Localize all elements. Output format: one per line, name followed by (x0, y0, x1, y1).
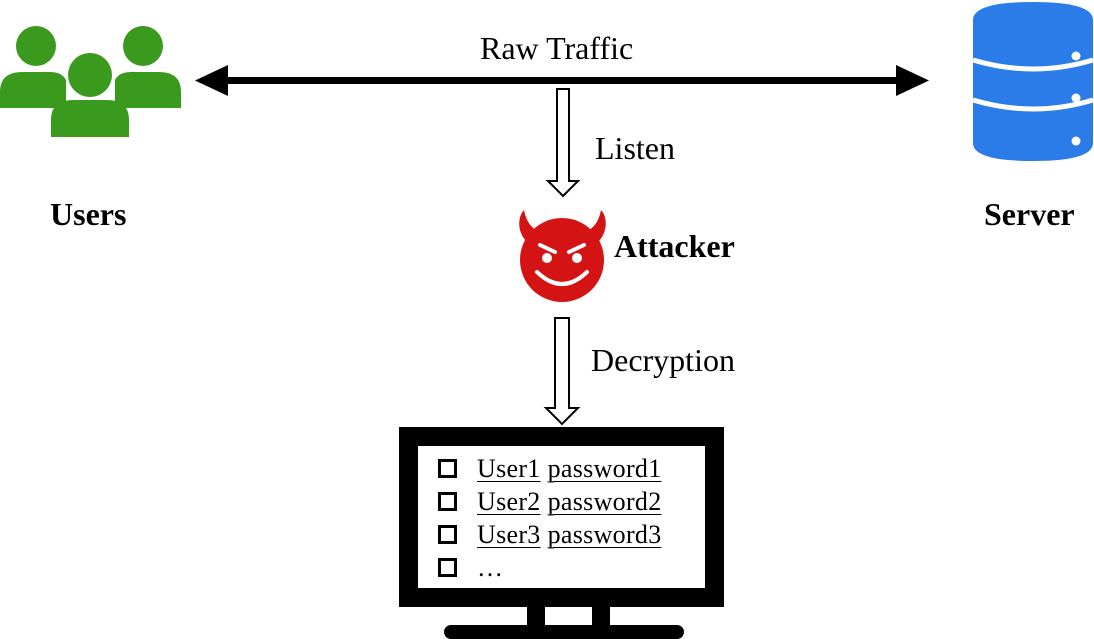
users-group-icon (0, 26, 181, 137)
listen-arrow (545, 88, 581, 198)
raw-traffic-arrow (195, 65, 929, 96)
database-server-icon (972, 2, 1094, 161)
list-item: User3 password3 (438, 518, 698, 551)
checkbox-icon (438, 492, 457, 511)
decryption-label: Decryption (591, 342, 735, 378)
checkbox-icon (438, 558, 457, 577)
password: password3 (547, 519, 662, 549)
username: User3 (477, 519, 541, 549)
checkbox-icon (438, 525, 457, 544)
list-item: User1 password1 (438, 452, 698, 485)
username: User1 (477, 453, 541, 483)
users-label: Users (50, 196, 127, 232)
listen-label: Listen (595, 130, 675, 166)
more-ellipsis: … (477, 552, 503, 582)
username: User2 (477, 486, 541, 516)
monitor-icon (399, 427, 724, 639)
credentials-list: User1 password1 User2 password2 User3 pa… (438, 452, 698, 584)
list-item: User2 password2 (438, 485, 698, 518)
devil-face-icon (519, 210, 606, 302)
list-item: … (438, 551, 698, 584)
decryption-arrow (543, 317, 581, 426)
attacker-label: Attacker (614, 228, 735, 264)
server-label: Server (984, 196, 1075, 232)
checkbox-icon (438, 459, 457, 478)
raw-traffic-label: Raw Traffic (480, 30, 634, 66)
password: password1 (547, 453, 662, 483)
password: password2 (547, 486, 662, 516)
